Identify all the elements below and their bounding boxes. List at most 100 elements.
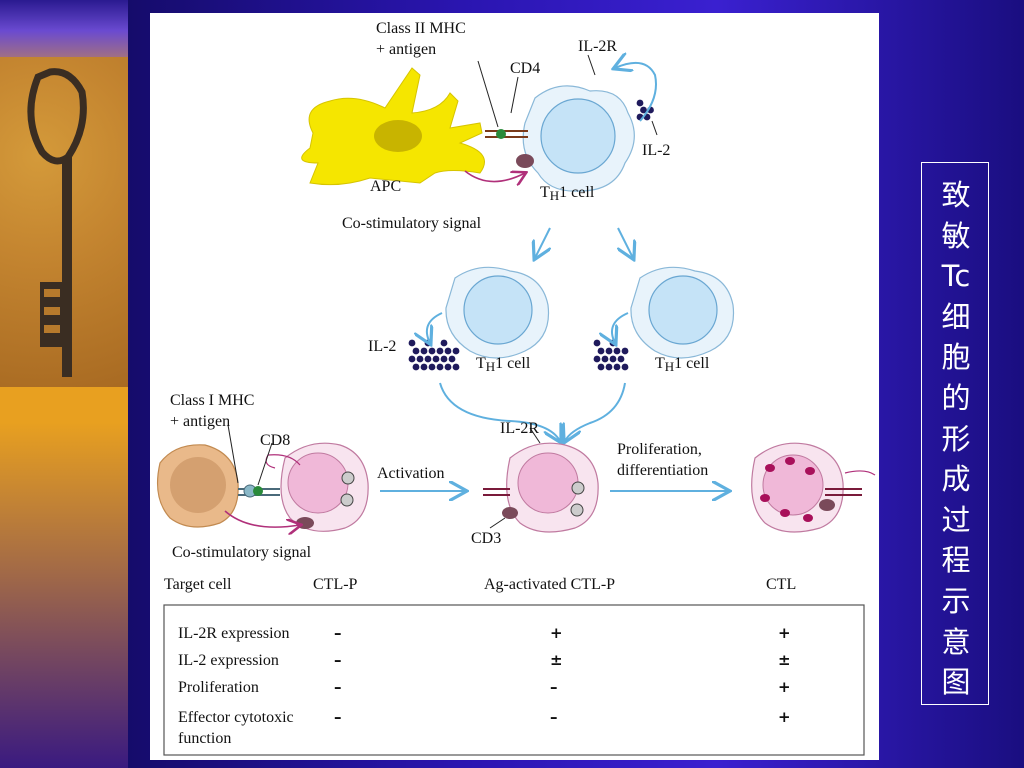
il2-molecule [444,363,452,371]
label-ctl-p: CTL-P [313,576,358,593]
arrow-right-down [618,227,633,258]
table-row-2: IL-2 expression – ± ± [178,651,791,669]
label-th1-right: TH1 cell [655,355,710,374]
label-cd3: CD3 [471,530,501,547]
ag-activated-nucleus [517,452,579,514]
row-label: IL-2 expression [178,652,279,669]
il2-molecule [613,363,621,371]
il2-molecule [428,363,436,371]
table-row-1: IL-2R expression – + + [178,624,791,642]
il2-molecule [609,355,617,363]
row-ag-value: – [550,678,558,696]
row-ctlp-value: – [334,624,342,642]
il2-molecule [605,347,613,355]
label-ag-activated: Ag-activated CTL-P [484,576,615,593]
row-ag-value: + [550,624,563,642]
label-class2-mhc-l2: + antigen [376,41,436,58]
arrow-converge-right [565,382,626,441]
il2-molecule [621,347,629,355]
label-il2r-mid: IL-2R [500,420,539,437]
label-th1-top: TH1 cell [540,184,595,203]
il2-molecule [636,99,644,107]
label-costim-bottom: Co-stimulatory signal [172,544,312,561]
il2-molecule [448,355,456,363]
label-target-cell: Target cell [164,576,232,593]
row-label: Proliferation [178,679,259,696]
label-prolif-l2: differentiation [617,462,708,479]
target-nucleus [170,457,226,513]
il2-molecule [593,355,601,363]
il2-molecule [613,347,621,355]
il2-molecule [424,355,432,363]
th1-right-nucleus [648,275,718,345]
row-ctl-value: + [778,678,791,696]
label-class2-mhc-l1: Class II MHC [376,20,466,37]
il2-mid-left-dots [408,339,460,371]
row-label-line2: function [178,730,231,747]
il2-molecule [597,363,605,371]
apc-nucleus [374,120,422,152]
il2-molecule [621,363,629,371]
il2-molecule [420,363,428,371]
il2-mid-right-dots [593,339,629,371]
row-ctlp-value: – [334,651,342,669]
label-prolif-l1: Proliferation, [617,441,702,458]
il2-molecule [617,355,625,363]
il2r-arrow-top [615,63,657,122]
comparison-table-frame [163,604,865,756]
label-th1-left: TH1 cell [476,355,531,374]
label-il2-mid: IL-2 [368,338,396,355]
il2-molecule [420,347,428,355]
th1-left-nucleus [463,275,533,345]
il2-molecule [640,106,647,114]
label-class1-mhc-l1: Class I MHC [170,392,254,409]
row-ag-value: – [550,708,558,726]
row-ctl-value: + [778,624,791,642]
label-apc: APC [370,178,401,195]
label-cd8: CD8 [260,432,290,449]
ctl-granules [760,457,815,522]
row-label: Effector cytotoxic [178,709,294,726]
il2-molecule [412,363,420,371]
il2-molecule [412,347,420,355]
label-activation: Activation [377,465,445,482]
label-il2r-top: IL-2R [578,38,617,55]
row-ctlp-value: – [334,678,342,696]
il2-molecule [597,347,605,355]
table-row-4: Effector cytotoxic function – – + [178,708,791,747]
arrow-converge-left [439,382,560,441]
row-ag-value: ± [550,651,563,669]
il2-molecule [428,347,436,355]
arrow-left-down [535,227,550,258]
il2-molecule [432,355,440,363]
il2-molecule [440,339,448,347]
row-ctl-value: ± [778,651,791,669]
table-row-3: Proliferation – – + [178,678,791,696]
il2-molecule [605,363,613,371]
costim-arrow-top [464,170,525,182]
th1-top-nucleus [540,98,616,174]
il2-molecule [452,363,460,371]
row-label: IL-2R expression [178,625,290,642]
il2-molecule [452,347,460,355]
immunology-figure: Class II MHC + antigen CD4 IL-2R IL-2 AP… [150,13,879,760]
il2-molecule [416,355,424,363]
il2-molecule [408,339,416,347]
il2-molecule [436,347,444,355]
row-ctl-value: + [778,708,791,726]
key-photo [0,57,128,387]
il2-molecule [593,339,601,347]
il2-molecule [440,355,448,363]
row-ctlp-value: – [334,708,342,726]
label-il2-top: IL-2 [642,142,670,159]
il2-molecule [601,355,609,363]
label-class1-mhc-l2: + antigen [170,413,230,430]
label-costim-top: Co-stimulatory signal [342,215,482,232]
label-cd4: CD4 [510,60,540,77]
il2-molecule [444,347,452,355]
label-ctl: CTL [766,576,796,593]
il2-molecule [408,355,416,363]
il2-molecule [436,363,444,371]
